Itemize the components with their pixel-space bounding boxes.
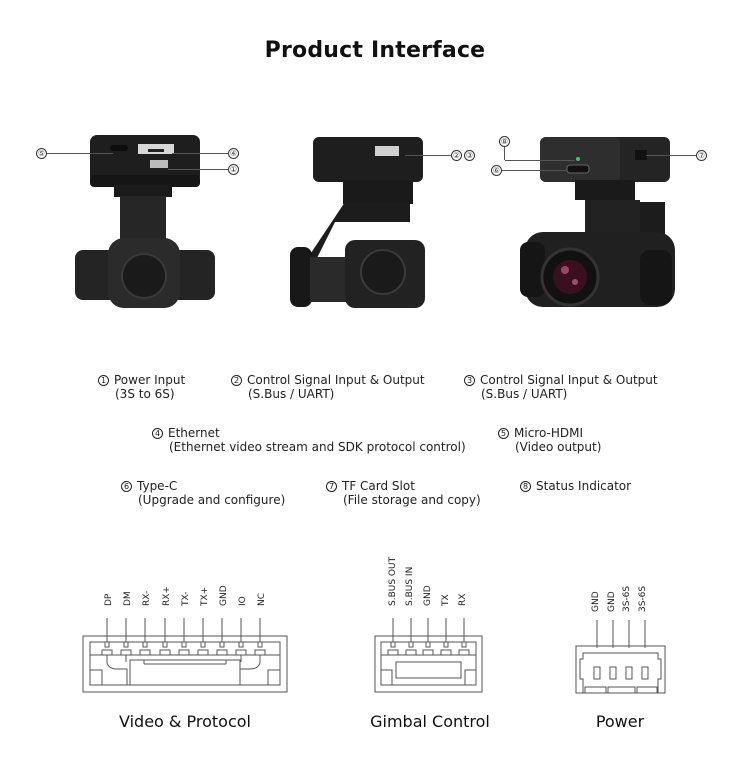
connector-title: Video & Protocol bbox=[119, 712, 251, 731]
connector-diagram bbox=[82, 618, 288, 693]
legend-sub: (3S to 6S) bbox=[115, 387, 175, 401]
legend-title: Micro-HDMI bbox=[514, 426, 584, 440]
pin-label: RX- bbox=[142, 590, 152, 606]
connector-diagram bbox=[575, 620, 666, 694]
legend-title: Ethernet bbox=[168, 426, 220, 440]
pin-label: GND bbox=[219, 585, 229, 606]
callout-7: ⑦ bbox=[696, 150, 707, 161]
legend-title: Power Input bbox=[114, 373, 186, 387]
pin-label: TX bbox=[441, 594, 451, 606]
legend-title: Status Indicator bbox=[536, 479, 632, 493]
pin-label: RX+ bbox=[162, 586, 172, 606]
callout-line-4 bbox=[172, 153, 228, 154]
legend-sub: (Video output) bbox=[515, 440, 602, 454]
callout-2: ② bbox=[451, 150, 462, 161]
pin-label: DP bbox=[104, 593, 114, 606]
legend-sub: (Upgrade and configure) bbox=[138, 493, 286, 507]
connector-title: Power bbox=[595, 712, 645, 731]
pin-label: DM bbox=[123, 591, 133, 606]
page-title: Product Interface bbox=[264, 38, 486, 63]
callout-3: ③ bbox=[464, 150, 475, 161]
callout-line-6 bbox=[502, 170, 567, 171]
callout-line-7 bbox=[646, 155, 696, 156]
pin-label: 3S-6S bbox=[622, 585, 632, 612]
callout-6: ⑥ bbox=[491, 165, 502, 176]
legend-sub: (Ethernet video stream and SDK protocol … bbox=[169, 440, 466, 454]
callout-4: ④ bbox=[228, 148, 239, 159]
pin-label: GND bbox=[607, 591, 617, 612]
connector-title: Gimbal Control bbox=[370, 712, 490, 731]
legend-title: Control Signal Input & Output bbox=[480, 373, 658, 387]
pin-label: NC bbox=[257, 592, 267, 606]
pin-label: GND bbox=[423, 585, 433, 606]
callout-line-1 bbox=[168, 169, 228, 170]
legend-title: Control Signal Input & Output bbox=[247, 373, 425, 387]
pin-label: GND bbox=[591, 591, 601, 612]
legend-title: TF Card Slot bbox=[342, 479, 415, 493]
pin-label: S.BUS IN bbox=[405, 566, 415, 606]
status-led bbox=[576, 157, 580, 161]
callout-line-8-vert bbox=[504, 147, 505, 160]
legend-sub: (S.Bus / UART) bbox=[481, 387, 568, 401]
callout-line-5 bbox=[47, 153, 113, 154]
callout-8: ⑧ bbox=[499, 136, 510, 147]
legend-sub: (S.Bus / UART) bbox=[248, 387, 335, 401]
pin-label: IO bbox=[238, 596, 248, 606]
pin-label: TX+ bbox=[200, 586, 210, 606]
callout-1: ① bbox=[228, 164, 239, 175]
callout-5: ⑤ bbox=[36, 148, 47, 159]
callout-line-8 bbox=[505, 160, 575, 161]
pin-label: RX bbox=[458, 593, 468, 606]
pin-label: S.BUS OUT bbox=[388, 556, 398, 606]
camera-side-view bbox=[285, 132, 435, 312]
connector-diagram bbox=[374, 618, 483, 693]
legend-sub: (File storage and copy) bbox=[343, 493, 481, 507]
camera-angled-view bbox=[515, 132, 680, 312]
pin-label: TX- bbox=[181, 591, 191, 606]
camera-front-view bbox=[70, 130, 220, 310]
legend-title: Type-C bbox=[137, 479, 178, 493]
pin-label: 3S-6S bbox=[638, 585, 648, 612]
callout-line-23 bbox=[405, 155, 451, 156]
